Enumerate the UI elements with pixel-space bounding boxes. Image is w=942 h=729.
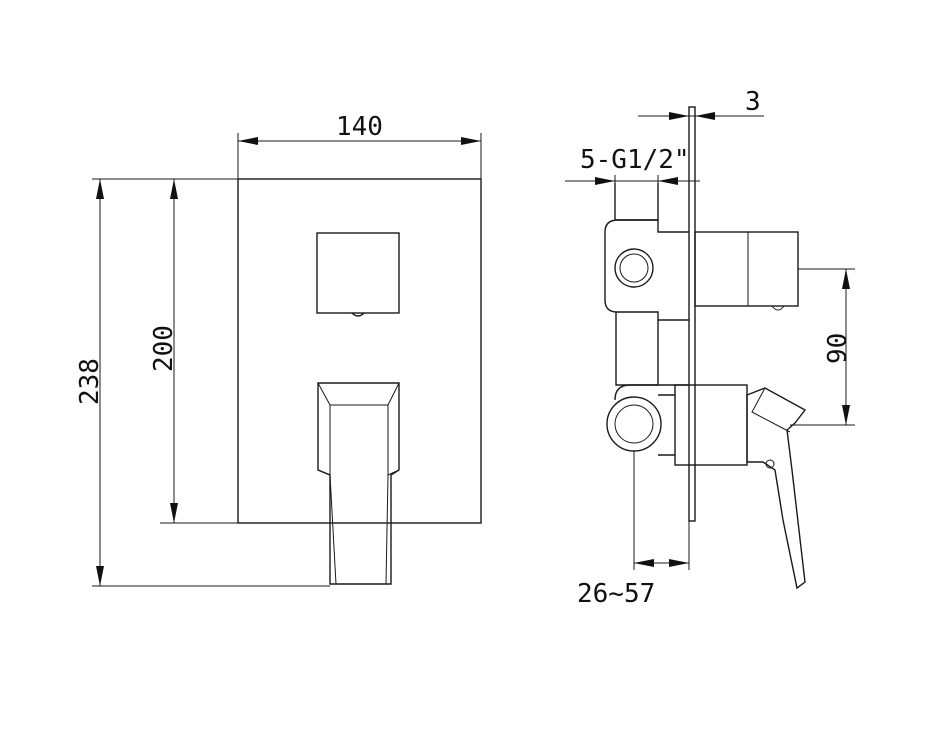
dim-height-plate: 200 [149, 178, 238, 524]
side-view: 3 5-G1/2" 90 26~57 [565, 87, 855, 609]
knob-stem [351, 312, 365, 317]
dim-thread-label: 5-G1/2" [580, 145, 690, 175]
lower-body [606, 384, 748, 466]
dim-depth: 26~57 [577, 451, 690, 609]
dim-offset: 90 [790, 268, 855, 426]
dim-200-label: 200 [149, 325, 179, 372]
dim-thread: 5-G1/2" [565, 145, 700, 190]
cover-plate [237, 178, 482, 524]
dim-140-label: 140 [336, 112, 383, 142]
upper-body [604, 183, 799, 321]
dim-depth-label: 26~57 [577, 579, 655, 609]
diverter-knob [316, 232, 400, 314]
wall-plate [688, 106, 696, 522]
dim-plate: 3 [638, 87, 764, 124]
dim-90-label: 90 [823, 333, 853, 364]
dim-3-label: 3 [745, 87, 761, 117]
side-lever [746, 387, 807, 590]
lever-handle [317, 382, 400, 585]
dim-238-label: 238 [75, 358, 105, 405]
dim-height-total: 238 [75, 178, 330, 587]
dim-width: 140 [237, 112, 482, 179]
front-view: 140 200 238 [75, 112, 482, 587]
